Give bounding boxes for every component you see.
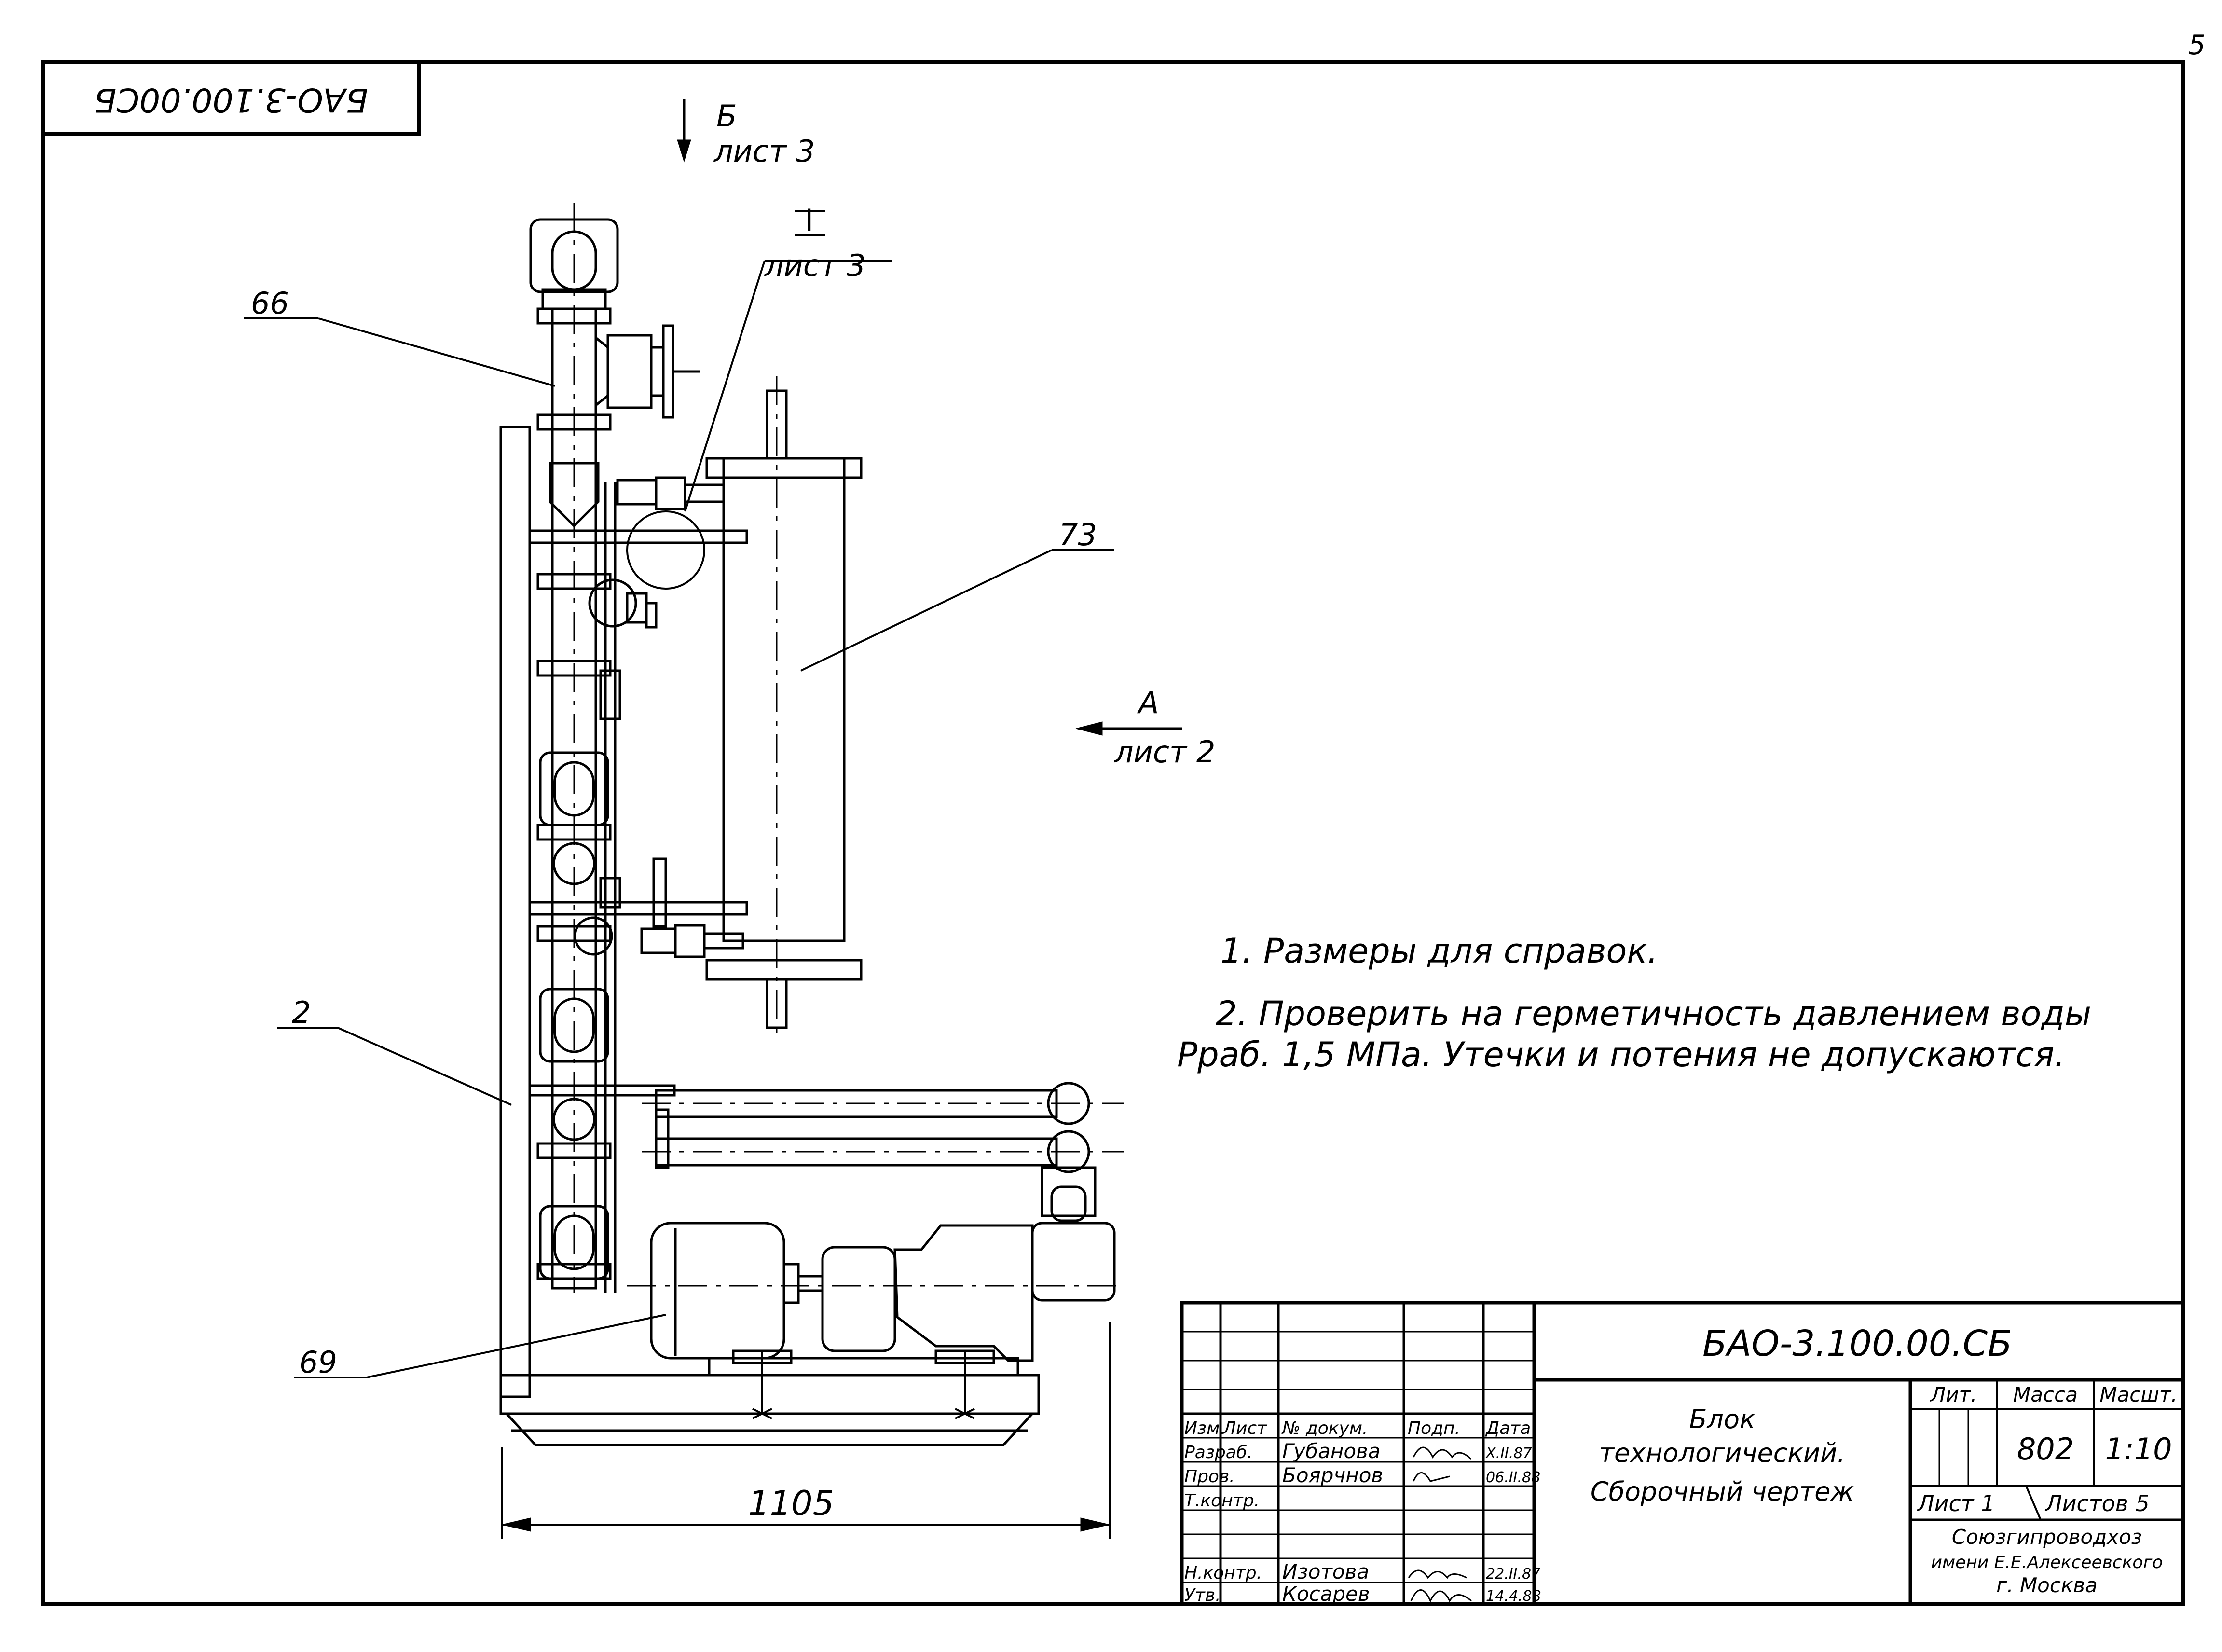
tb-date-prov: 06.II.88 xyxy=(1486,1469,1540,1486)
callout-73-label: 73 xyxy=(1059,517,1097,552)
tb-org-line3: г. Москва xyxy=(1996,1573,2098,1597)
callout-69 xyxy=(294,1314,666,1378)
view-b-letter: Б xyxy=(716,98,737,134)
tb-date-nkontr: 22.II.87 xyxy=(1486,1566,1540,1583)
tb-header-date: Дата xyxy=(1485,1418,1531,1438)
note-2-line1: 2. Проверить на герметичность давлением … xyxy=(1216,994,2091,1033)
callout-66 xyxy=(244,317,555,387)
tb-person-nkontr: Изотова xyxy=(1282,1560,1369,1583)
detail-i-leader xyxy=(626,260,892,590)
view-b-arrow xyxy=(677,99,691,163)
callout-73 xyxy=(800,549,1114,672)
dimension-1105-label: 1105 xyxy=(748,1484,834,1523)
callout-66-label: 66 xyxy=(251,286,289,321)
sheet-frame xyxy=(41,60,2185,1606)
tb-name-line2: технологический. xyxy=(1599,1438,1846,1468)
tb-person-razrab: Губанова xyxy=(1282,1439,1381,1463)
callout-2 xyxy=(277,1027,512,1106)
callout-2-label: 2 xyxy=(292,995,311,1030)
tb-role-prov: Пров. xyxy=(1184,1467,1235,1487)
tb-signatures xyxy=(1408,1446,1472,1603)
tb-header-doc: № докум. xyxy=(1281,1418,1368,1438)
tb-sheet-label: Лист 1 xyxy=(1917,1490,1995,1516)
dimension-1105 xyxy=(501,1322,1111,1539)
note-2-line2: Рраб. 1,5 МПа. Утечки и потения не допус… xyxy=(1177,1035,2065,1074)
tb-person-prov: Боярчнов xyxy=(1282,1463,1383,1487)
tb-scale-value: 1:10 xyxy=(2105,1432,2172,1467)
tb-header-sign: Подп. xyxy=(1408,1418,1460,1438)
tb-role-razrab: Разраб. xyxy=(1184,1443,1252,1462)
corner-code-text: БАО-3.100.00СБ xyxy=(94,81,368,119)
assembly-drawing xyxy=(499,203,1124,1446)
note-1: 1. Размеры для справок. xyxy=(1221,931,1658,971)
tb-sheets-label: Листов 5 xyxy=(2044,1490,2150,1516)
tb-org-line2: имени Е.Е.Алексеевского xyxy=(1931,1553,2163,1572)
tb-person-utv: Косарев xyxy=(1282,1582,1370,1606)
tb-name-line3: Сборочный чертеж xyxy=(1591,1476,1854,1507)
tb-role-nkontr: Н.контр. xyxy=(1184,1563,1262,1583)
tb-scale-label: Масшт. xyxy=(2099,1383,2177,1406)
view-b-sheet: лист 3 xyxy=(713,134,815,169)
tb-org-line1: Союзгипроводхоз xyxy=(1952,1525,2142,1549)
page-number: 5 xyxy=(2188,29,2206,61)
tb-header-izm: Изм. xyxy=(1184,1418,1225,1438)
corner-code-box: БАО-3.100.00СБ xyxy=(43,62,421,136)
tb-date-utv: 14.4.88 xyxy=(1486,1588,1541,1605)
tb-role-utv: Утв. xyxy=(1184,1585,1221,1605)
title-block xyxy=(1180,1301,2185,1606)
tb-lit-label: Лит. xyxy=(1930,1383,1977,1406)
view-a-letter: А xyxy=(1137,685,1159,720)
tb-name-line1: Блок xyxy=(1689,1404,1756,1434)
tb-date-razrab: Х.II.87 xyxy=(1485,1445,1532,1462)
tb-header-list: Лист xyxy=(1222,1418,1267,1438)
detail-i-letter: I xyxy=(805,203,813,238)
detail-i-sheet: лист 3 xyxy=(764,248,865,283)
tb-role-tkontr: Т.контр. xyxy=(1184,1491,1260,1511)
view-a-arrow xyxy=(1075,721,1182,736)
tb-mass-label: Масса xyxy=(2013,1383,2078,1406)
view-a-sheet: лист 2 xyxy=(1114,734,1215,770)
tb-designation: БАО-3.100.00.СБ xyxy=(1702,1323,2012,1364)
tb-mass-value: 802 xyxy=(2017,1432,2074,1467)
callout-69-label: 69 xyxy=(299,1345,337,1380)
